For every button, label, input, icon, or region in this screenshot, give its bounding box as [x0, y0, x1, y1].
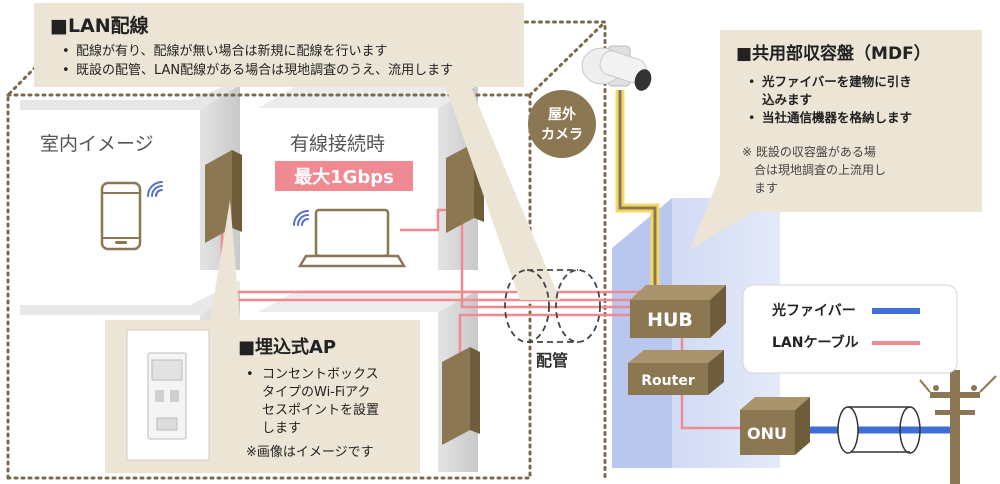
- hub-device: HUB: [630, 285, 726, 338]
- mdf-callout-note: ※ 既設の収容盤がある場: [742, 144, 876, 159]
- room-indoor: 室内イメージ: [40, 133, 163, 251]
- legend-label-fiber: 光ファイバー: [771, 302, 856, 319]
- mdf-callout-note: ます: [742, 181, 778, 195]
- lan-callout-bullet: 配線が有り、配線が無い場合は新規に配線を行います: [76, 43, 387, 59]
- wall-jacks: [205, 143, 484, 445]
- lan-callout-bullet: 既設の配管、LAN配線がある場合は現地調査のうえ、流用します: [76, 62, 453, 78]
- ap-bullet-dot: •: [246, 367, 254, 382]
- conduit: [504, 269, 601, 343]
- ap-callout-line: コンセントボックス: [262, 367, 379, 382]
- lan-bullet-dot: •: [62, 63, 70, 78]
- ap-callout-line: します: [262, 421, 301, 436]
- lan-callout: ■LAN配線 • 配線が有り、配線が無い場合は新規に配線を行います • 既設の配…: [34, 3, 560, 300]
- camera-badge-line: カメラ: [541, 127, 583, 143]
- ap-callout-note: ※画像はイメージです: [246, 445, 374, 460]
- room-wired: 有線接続時 最大1Gbps: [275, 133, 413, 268]
- camera-badge: 屋外 カメラ: [528, 90, 596, 158]
- mdf-callout-line: 光ファイバーを建物に引き: [761, 74, 912, 89]
- router-device: Router: [628, 350, 724, 395]
- lan-bullet-dot: •: [62, 44, 70, 59]
- room-wired-label: 有線接続時: [290, 133, 385, 155]
- mdf-bullet-dot: •: [748, 74, 755, 89]
- mdf-callout-note: 合は現地調査の上流用し: [742, 162, 886, 177]
- ap-callout-title: ■埋込式AP: [238, 336, 336, 358]
- mdf-callout-line: 込みます: [762, 92, 812, 107]
- fiber-conduit-icon: [837, 406, 921, 454]
- camera-cable: [615, 90, 660, 290]
- wall-jack-upper-left: [205, 150, 242, 243]
- mdf-callout-line: 当社通信機器を格納します: [762, 110, 912, 125]
- ap-callout-line: タイプのWi-Fiアク: [262, 385, 370, 400]
- mdf-callout: ■共用部収容盤（MDF） • 光ファイバーを建物に引き 込みます • 当社通信機…: [690, 30, 982, 250]
- onu-device: ONU: [740, 397, 810, 455]
- access-point-image: [126, 329, 210, 461]
- ap-callout: ■埋込式AP • コンセントボックス タイプのWi-Fiアク セスポイントを設置…: [105, 200, 420, 473]
- wifi-icon: [293, 210, 309, 226]
- hub-label: HUB: [647, 309, 693, 331]
- legend-label-lan: LANケーブル: [772, 334, 859, 351]
- laptop-icon: [297, 208, 407, 268]
- legend: 光ファイバー LANケーブル: [742, 284, 958, 374]
- security-camera-icon: [581, 45, 652, 91]
- ap-callout-line: セスポイントを設置: [262, 402, 379, 418]
- conduit-label: 配管: [536, 351, 568, 370]
- mdf-bullet-dot: •: [748, 110, 755, 125]
- lan-callout-title: ■LAN配線: [50, 14, 149, 37]
- wifi-icon: [147, 181, 163, 197]
- wall-jack-lower-right: [442, 347, 480, 445]
- smartphone-icon: [100, 181, 142, 251]
- utility-pole-icon: [919, 370, 997, 484]
- router-label: Router: [641, 373, 695, 389]
- mdf-callout-title: ■共用部収容盤（MDF）: [736, 43, 931, 64]
- speed-badge: 最大1Gbps: [294, 166, 394, 188]
- camera-badge-line: 屋外: [548, 106, 576, 123]
- onu-label: ONU: [747, 424, 787, 443]
- room-indoor-label: 室内イメージ: [40, 133, 154, 155]
